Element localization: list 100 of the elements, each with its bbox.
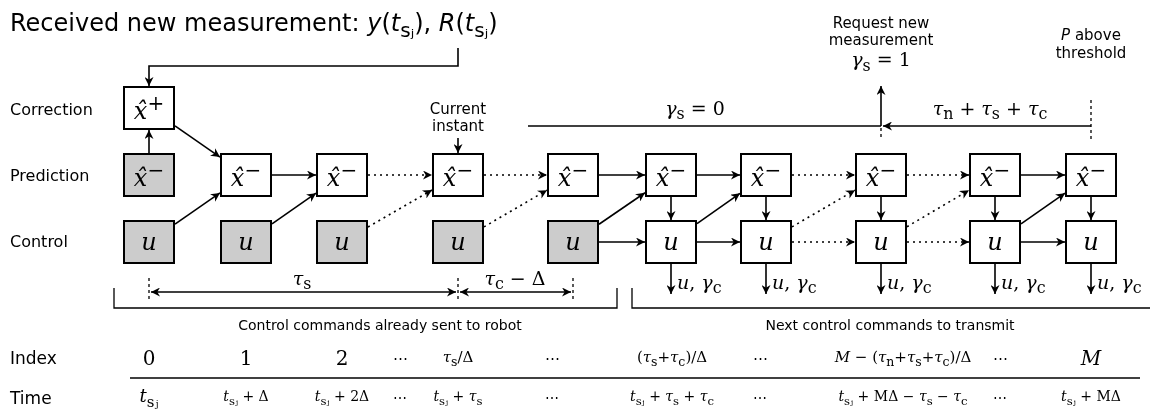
arrow: [174, 125, 221, 158]
math-label: γ$_{s}$ = 0: [665, 96, 725, 124]
row-label: Control: [10, 231, 68, 251]
control-box: u: [740, 220, 792, 264]
heading-text: Received new measurement: y(t$_{sⱼ}$), R(t$_{sⱼ}$): [10, 10, 498, 42]
control-box: u: [432, 220, 484, 264]
prediction-box: x̂$^{−}$: [740, 153, 792, 197]
math-label: M − (τ$_{n}$+τ$_{s}$+τ$_{c}$)/Δ: [834, 347, 972, 369]
math-label: ⋯: [752, 349, 768, 367]
arrow: [271, 170, 317, 180]
control-box: u: [645, 220, 697, 264]
arrow: [1020, 192, 1066, 225]
math-label: ⋯: [393, 390, 407, 406]
control-box: u: [969, 220, 1021, 264]
control-box: u: [855, 220, 907, 264]
arrow: [666, 196, 676, 221]
edge-label: u, γ$_{c}$: [1001, 270, 1046, 298]
arrow: [876, 85, 886, 127]
math-label: 2: [335, 346, 349, 370]
prediction-box: x̂$^{−}$: [969, 153, 1021, 197]
arrow: [483, 189, 548, 228]
math-label: ⋯: [544, 349, 560, 367]
math-label: t$_{sⱼ}$ + MΔ − τ$_{s}$ − τ$_{c}$: [838, 388, 968, 408]
math-label: 1: [239, 346, 253, 370]
math-label: (τ$_{s}$+τ$_{c}$)/Δ: [636, 347, 708, 369]
arrow: [271, 192, 317, 225]
arrow: [1086, 196, 1096, 221]
math-label: t$_{sⱼ}$ + MΔ: [1061, 388, 1121, 408]
math-label: t$_{sⱼ}$ + Δ: [223, 388, 269, 408]
row-label: Prediction: [10, 165, 90, 185]
control-box: u: [316, 220, 368, 264]
arrow: [666, 263, 676, 295]
math-label: ⋯: [545, 390, 559, 406]
control-box: u: [220, 220, 272, 264]
math-label: τ$_{c}$ − Δ: [484, 266, 546, 294]
arrow: [144, 129, 154, 154]
edge-label: u, γ$_{c}$: [1097, 270, 1142, 298]
math-label: t$_{sⱼ}$: [139, 385, 159, 411]
annotation-text: γ$_{s}$ = 1: [851, 49, 911, 76]
arrow: [367, 189, 433, 228]
math-label: M: [1080, 346, 1102, 370]
math-label: ⋯: [993, 390, 1007, 406]
math-label: τ$_{s}$/Δ: [442, 347, 474, 369]
arrow: [906, 170, 970, 180]
arrow: [598, 170, 646, 180]
caption-text: Next control commands to transmit: [765, 317, 1015, 333]
prediction-box: x̂$^{−}$: [1065, 153, 1117, 197]
arrow: [1086, 263, 1096, 295]
math-label: ⋯: [753, 390, 767, 406]
edge-label: u, γ$_{c}$: [887, 270, 932, 298]
row-label: Time: [10, 388, 52, 408]
math-label: t$_{sⱼ}$ + τ$_{s}$ + τ$_{c}$: [630, 388, 714, 408]
edge-label: u, γ$_{c}$: [677, 270, 722, 298]
arrow: [761, 196, 771, 221]
arrow: [906, 237, 970, 247]
arrow: [453, 137, 463, 154]
math-label: t$_{sⱼ}$ + τ$_{s}$: [433, 388, 483, 408]
arrow: [906, 189, 970, 228]
arrow: [696, 170, 741, 180]
arrow: [761, 263, 771, 295]
arrow: [791, 237, 856, 247]
arrow: [598, 237, 646, 247]
arrow: [876, 196, 886, 221]
caption-text: Control commands already sent to robot: [238, 317, 522, 333]
prediction-box: x̂$^{−}$: [547, 153, 599, 197]
arrow: [876, 263, 886, 295]
prediction-box: x̂$^{−}$: [432, 153, 484, 197]
arrow: [367, 170, 433, 180]
prediction-box: x̂$^{−}$: [123, 153, 175, 197]
arrow: [598, 192, 646, 225]
edge-label: u, γ$_{c}$: [772, 270, 817, 298]
prediction-box: x̂$^{−}$: [316, 153, 368, 197]
arrow: [144, 47, 459, 87]
prediction-box: x̂$^{−}$: [220, 153, 272, 197]
prediction-box: x̂$^{−}$: [855, 153, 907, 197]
arrow: [1020, 237, 1066, 247]
arrow: [696, 237, 741, 247]
row-label: Correction: [10, 99, 93, 119]
prediction-box: x̂$^{−}$: [645, 153, 697, 197]
math-label: 0: [142, 346, 156, 370]
arrow: [696, 192, 741, 225]
math-label: ⋯: [392, 349, 408, 367]
arrow: [990, 196, 1000, 221]
annotation-text: Current instant: [428, 100, 488, 136]
control-box: u: [547, 220, 599, 264]
math-label: τ$_{n}$ + τ$_{s}$ + τ$_{c}$: [932, 96, 1048, 124]
math-label: t$_{sⱼ}$ + 2Δ: [314, 388, 370, 408]
annotation-text: Request new measurement: [827, 14, 935, 50]
control-box: u: [123, 220, 175, 264]
row-label: Index: [10, 348, 57, 368]
arrow: [483, 170, 548, 180]
arrow: [791, 189, 856, 228]
math-label: τ$_{s}$: [292, 266, 312, 294]
annotation-text: P above threshold: [1054, 26, 1128, 62]
correction-box: x̂$^{+}$: [123, 86, 175, 130]
arrow: [791, 170, 856, 180]
math-label: ⋯: [992, 349, 1008, 367]
arrow: [1020, 170, 1066, 180]
control-box: u: [1065, 220, 1117, 264]
arrow: [990, 263, 1000, 295]
